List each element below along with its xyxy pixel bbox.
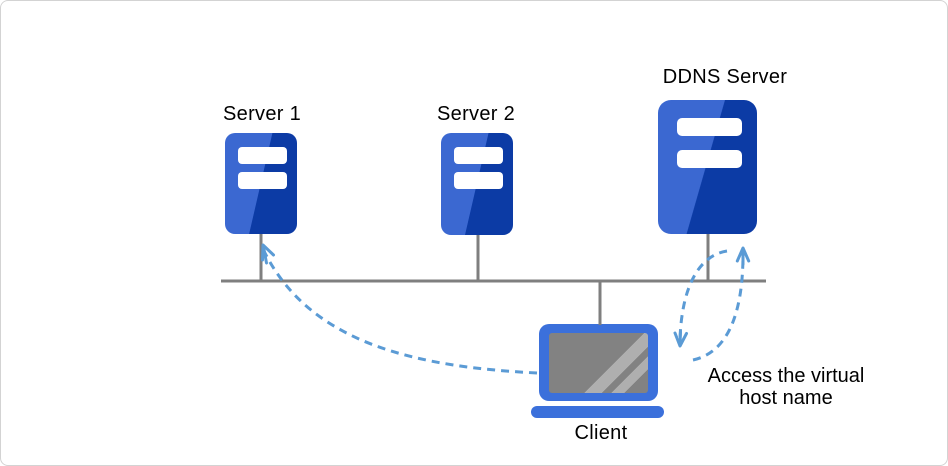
laptop-base xyxy=(531,406,664,418)
arrow-ddns-to-client-arc xyxy=(678,249,728,340)
arrow-up-head-server1 xyxy=(261,243,275,262)
arrow-client-to-server1-shaft xyxy=(262,245,268,265)
ddns-slot-bar xyxy=(677,118,742,136)
server2-icon xyxy=(441,133,513,235)
arrow-down-head-client xyxy=(673,331,688,348)
laptop-screen xyxy=(549,333,648,393)
server2-slot-bar xyxy=(454,147,503,164)
access-virtual-host-note: Access the virtual host name xyxy=(707,365,865,409)
arrow-client-to-ddns-arc xyxy=(692,253,745,362)
arrow-ddns-to-client-shaft xyxy=(678,330,682,346)
arrow-client-to-server1-curve xyxy=(262,250,538,375)
client-label: Client xyxy=(574,422,628,444)
server1-slot-bar xyxy=(238,172,287,189)
ddns-server-label: DDNS Server xyxy=(662,66,788,88)
ddns-slot-bar xyxy=(677,150,742,168)
server1-slot-bar xyxy=(238,147,287,164)
server2-label: Server 2 xyxy=(437,103,515,125)
arrow-up-head-ddns xyxy=(735,246,751,263)
server1-icon xyxy=(225,133,297,234)
ddns-server-icon xyxy=(658,100,757,234)
server1-label: Server 1 xyxy=(223,103,301,125)
server2-slot-bar xyxy=(454,172,503,189)
client-laptop-icon xyxy=(539,324,658,401)
